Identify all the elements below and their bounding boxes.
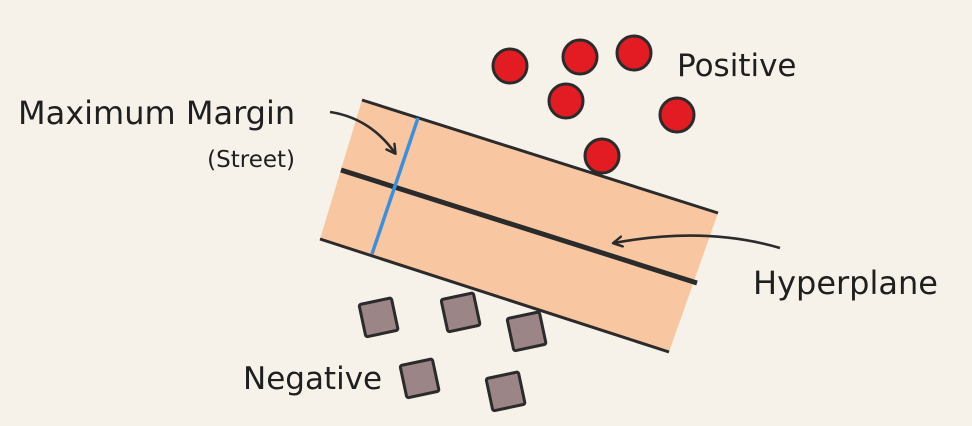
margin-arrow bbox=[329, 110, 395, 153]
positive-point bbox=[615, 34, 653, 72]
positive-points bbox=[491, 34, 696, 175]
upper-margin-boundary bbox=[361, 98, 719, 215]
hyperplane-arrow bbox=[614, 234, 781, 250]
negative-points bbox=[357, 291, 548, 413]
positive-point bbox=[491, 47, 529, 85]
lower-margin-boundary bbox=[319, 237, 670, 354]
positive-label: Positive bbox=[677, 48, 797, 84]
negative-point bbox=[505, 310, 548, 353]
negative-point bbox=[439, 291, 482, 334]
negative-point bbox=[484, 370, 527, 413]
positive-point bbox=[547, 82, 585, 120]
negative-point bbox=[398, 357, 441, 400]
hyperplane-line bbox=[340, 167, 698, 286]
positive-point bbox=[561, 38, 599, 76]
positive-point bbox=[583, 137, 621, 175]
margin-width-line bbox=[370, 117, 420, 255]
negative-point bbox=[357, 296, 400, 339]
hyperplane-label: Hyperplane bbox=[753, 264, 938, 302]
negative-label: Negative bbox=[243, 361, 382, 397]
margin-subtitle-label: (Street) bbox=[207, 147, 295, 173]
margin-title-label: Maximum Margin bbox=[18, 94, 295, 132]
positive-point bbox=[658, 96, 696, 134]
